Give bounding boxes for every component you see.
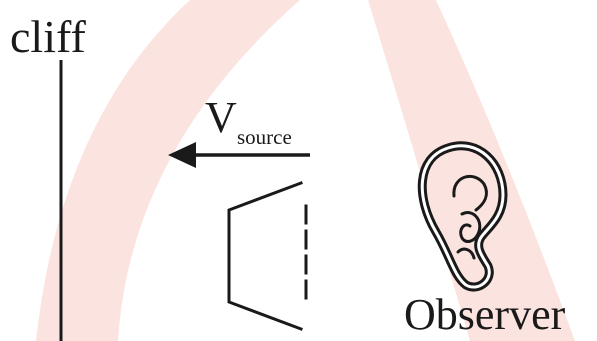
ear-icon xyxy=(417,141,508,292)
velocity-label: V xyxy=(205,93,237,142)
loudspeaker-icon xyxy=(227,181,308,331)
velocity-subscript: source xyxy=(237,125,292,149)
cliff-label: cliff xyxy=(10,11,86,62)
observer-label: Observer xyxy=(404,290,566,339)
velocity-arrow xyxy=(168,142,310,168)
wavefront-band-left xyxy=(36,0,300,341)
wavefront-band-right xyxy=(368,0,575,341)
